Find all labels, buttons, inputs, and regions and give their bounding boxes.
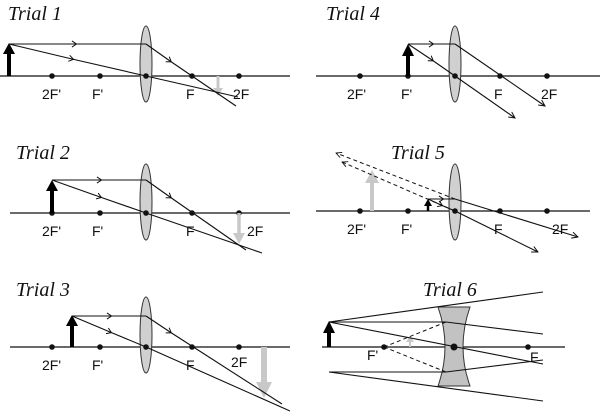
label-2f: 2F — [231, 354, 247, 370]
trial-2-panel: Trial 2 2F' F' F 2F — [10, 142, 290, 254]
converging-lens — [139, 25, 153, 103]
label-2f-prime: 2F' — [42, 357, 61, 373]
chief-ray — [71, 315, 147, 348]
virtual-ray-extension — [342, 162, 456, 212]
object-arrow-head — [3, 43, 15, 54]
trial-5-title: Trial 5 — [391, 142, 445, 164]
chief-ray — [51, 179, 147, 214]
label-2f: 2F — [541, 86, 557, 102]
trial-3-title: Trial 3 — [16, 279, 70, 301]
converging-lens — [448, 163, 462, 241]
image-arrow-head — [256, 382, 272, 398]
trial-6-title: Trial 6 — [423, 279, 477, 301]
trial-6-panel: Trial 6 F' F — [322, 279, 565, 402]
chief-ray-continued — [454, 210, 538, 252]
focal-point-f-prime — [97, 344, 103, 350]
label-2f: 2F — [552, 221, 568, 237]
diverged-ray — [445, 359, 544, 373]
focal-point-2f-prime — [357, 208, 363, 214]
trial-5-panel: Trial 5 2F' F' F 2F — [316, 142, 590, 252]
label-f: F — [530, 349, 539, 365]
label-2f-prime: 2F' — [347, 221, 366, 237]
lower-ray — [328, 371, 544, 402]
converging-lens — [448, 25, 462, 103]
focal-point-f — [525, 344, 531, 350]
chief-ray-continued — [145, 346, 291, 412]
focal-point-2f-prime — [49, 73, 55, 79]
object-arrow-head — [66, 315, 78, 326]
label-f-prime: F' — [92, 86, 103, 102]
focal-point-f-prime — [97, 73, 103, 79]
label-2f-prime: 2F' — [42, 86, 61, 102]
label-f: F — [186, 357, 195, 373]
focal-point-2f — [544, 73, 550, 79]
trial-1-title: Trial 1 — [8, 3, 62, 25]
refracted-ray — [454, 198, 578, 237]
label-f-prime: F' — [367, 347, 378, 363]
object-arrow-head — [46, 180, 58, 191]
trial-2-title: Trial 2 — [16, 142, 70, 164]
virtual-ray-extension — [336, 153, 456, 200]
chief-ray — [407, 43, 456, 77]
chief-ray-continued — [454, 75, 515, 118]
virtual-ray-extension — [383, 346, 447, 373]
label-2f: 2F — [247, 223, 263, 239]
label-f: F — [186, 223, 195, 239]
chief-ray-continued — [145, 212, 263, 254]
trial-3-panel: Trial 3 2F' F' F 2F — [10, 279, 291, 412]
image-arrow-head — [233, 233, 245, 244]
focal-point-f-prime — [97, 210, 103, 216]
chief-ray-continued — [145, 75, 239, 98]
label-f-prime: F' — [92, 223, 103, 239]
refracted-ray — [145, 179, 247, 251]
label-f-prime: F' — [401, 86, 412, 102]
focal-point-2f — [544, 208, 550, 214]
focal-point-2f — [236, 73, 242, 79]
focal-point-f-prime — [405, 208, 411, 214]
virtual-image-arrow-head — [406, 336, 414, 342]
focal-point-2f — [236, 344, 242, 350]
converging-lens — [139, 163, 153, 241]
chief-ray — [328, 321, 544, 365]
object-arrow-head — [323, 321, 335, 333]
label-f: F — [494, 221, 503, 237]
label-f-prime: F' — [401, 221, 412, 237]
label-2f-prime: 2F' — [42, 223, 61, 239]
focal-point-2f-prime — [49, 344, 55, 350]
object-arrow-head — [402, 44, 414, 56]
focal-point-2f-prime — [357, 73, 363, 79]
refracted-ray — [454, 43, 545, 106]
chief-ray — [8, 43, 147, 77]
label-2f-prime: 2F' — [347, 86, 366, 102]
upper-ray — [328, 291, 544, 323]
label-2f: 2F — [233, 86, 249, 102]
trial-4-title: Trial 4 — [326, 3, 380, 25]
object-arrow-head — [424, 199, 432, 206]
label-f-prime: F' — [92, 357, 103, 373]
virtual-image-arrow-head — [365, 170, 379, 183]
trial-1-panel: Trial 1 2F' F' F 2F — [0, 3, 290, 107]
converging-lens — [139, 296, 153, 374]
trial-4-panel: Trial 4 2F' F' F 2F — [316, 3, 600, 118]
label-f: F — [494, 86, 503, 102]
label-f: F — [186, 86, 195, 102]
diverged-ray — [445, 321, 544, 335]
refracted-ray — [145, 315, 283, 405]
